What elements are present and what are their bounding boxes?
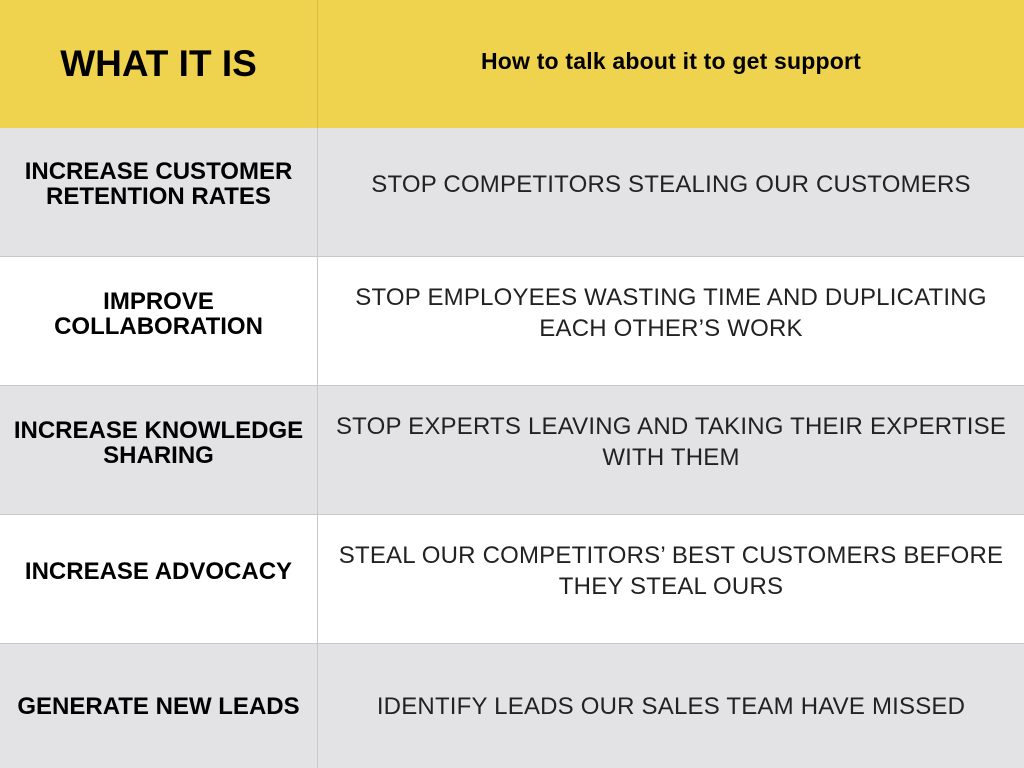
row-2-how: STOP EMPLOYEES WASTING TIME AND DUPLICAT… [318, 257, 1024, 386]
row-3-how: STOP EXPERTS LEAVING AND TAKING THEIR EX… [318, 386, 1024, 515]
row-1-how: STOP COMPETITORS STEALING OUR CUSTOMERS [318, 128, 1024, 257]
row-5-what: GENERATE NEW LEADS [0, 644, 318, 768]
row-2-what: IMPROVE COLLABORATION [0, 257, 318, 386]
header-how-to-talk: How to talk about it to get support [318, 0, 1024, 128]
header-what-it-is: WHAT IT IS [0, 0, 318, 128]
row-1-what: INCREASE CUSTOMER RETENTION RATES [0, 128, 318, 257]
row-5-how: IDENTIFY LEADS OUR SALES TEAM HAVE MISSE… [318, 644, 1024, 768]
row-4-what: INCREASE ADVOCACY [0, 515, 318, 644]
row-3-what: INCREASE KNOWLEDGE SHARING [0, 386, 318, 515]
row-4-how: STEAL OUR COMPETITORS’ BEST CUSTOMERS BE… [318, 515, 1024, 644]
